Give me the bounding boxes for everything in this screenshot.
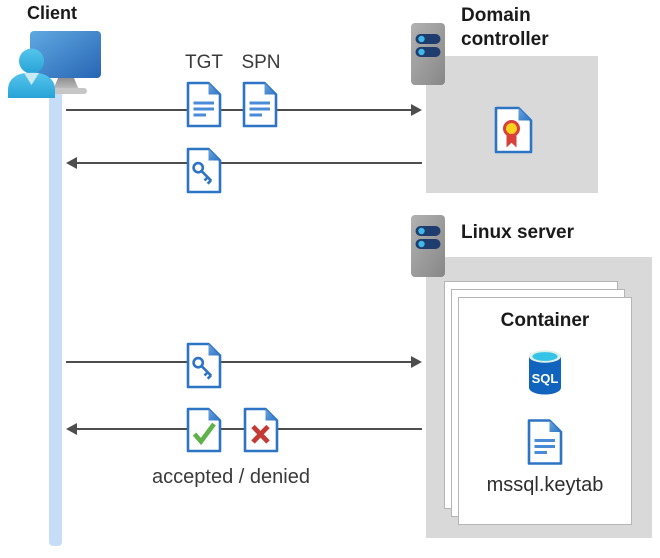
key-document-icon (186, 147, 222, 194)
check-document-icon (186, 407, 222, 453)
client-device-icon (8, 31, 101, 98)
arrow-line (77, 162, 422, 164)
sql-database-icon: SQL (529, 350, 561, 395)
client-lifeline (49, 92, 62, 546)
monitor-icon (30, 31, 101, 94)
tgt-label: TGT (185, 52, 223, 73)
spn-label: SPN (241, 52, 281, 73)
key-document-icon (186, 342, 222, 389)
keytab-label: mssql.keytab (486, 474, 604, 496)
sql-badge-text: SQL (532, 371, 559, 386)
tgt-document-icon (186, 81, 222, 128)
arrow-head (411, 104, 422, 116)
dc-server-icon (411, 23, 445, 85)
linux-server-label: Linux server (461, 222, 574, 243)
spn-document-icon (242, 81, 278, 128)
container-card (458, 297, 632, 525)
user-icon (8, 48, 55, 98)
linux-server-icon (411, 215, 445, 277)
certificate-icon (494, 106, 533, 154)
domain-controller-label: Domain controller (461, 5, 549, 50)
arrow-head (411, 356, 422, 368)
cross-document-icon (243, 407, 279, 453)
arrow-head (66, 157, 77, 169)
client-label: Client (27, 3, 78, 23)
accepted-denied-label: accepted / denied (152, 466, 310, 488)
keytab-document-icon (527, 419, 563, 465)
arrow-head (66, 423, 77, 435)
container-label: Container (500, 310, 590, 331)
arrow-line (66, 361, 413, 363)
arrow-line (66, 109, 413, 111)
